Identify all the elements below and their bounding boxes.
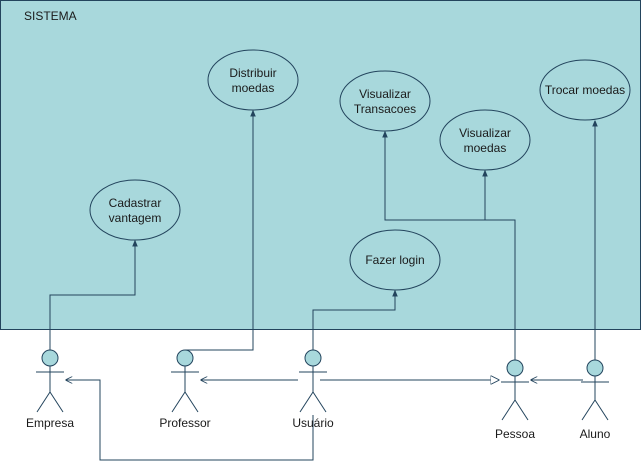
actor-usuario[interactable]: Usuário bbox=[292, 349, 334, 430]
actor-label: Professor bbox=[159, 416, 210, 430]
use-case-visualizar-moedas[interactable]: Visualizar moedas bbox=[439, 109, 531, 171]
association-usuario-login bbox=[312, 291, 395, 350]
generalization-usuario-empresa bbox=[66, 380, 314, 461]
actor-body-icon bbox=[299, 366, 327, 413]
use-case-label: Visualizar bbox=[459, 126, 511, 140]
use-case-label: vantagem bbox=[109, 211, 162, 225]
use-case-label: Trocar moedas bbox=[545, 83, 625, 97]
actor-body-icon bbox=[36, 366, 64, 413]
actor-aluno[interactable]: Aluno bbox=[580, 359, 611, 441]
use-case-distribuir-moedas[interactable]: Distribuir moedas bbox=[207, 49, 299, 111]
system-label: SISTEMA bbox=[24, 9, 77, 23]
use-case-label: Visualizar bbox=[359, 87, 411, 101]
actor-pessoa[interactable]: Pessoa bbox=[495, 359, 535, 441]
actor-head-icon bbox=[41, 349, 59, 367]
use-case-label: moedas bbox=[232, 81, 275, 95]
system-boundary bbox=[0, 0, 641, 330]
use-case-visualizar-transacoes[interactable]: Visualizar Transacoes bbox=[339, 70, 431, 132]
actor-head-icon bbox=[586, 359, 604, 377]
use-case-cadastrar-vantagem[interactable]: Cadastrar vantagem bbox=[89, 179, 181, 241]
actor-head-icon bbox=[304, 349, 322, 367]
use-case-label: Cadastrar bbox=[109, 196, 162, 210]
actor-label: Pessoa bbox=[495, 427, 535, 441]
actor-head-icon bbox=[176, 349, 194, 367]
use-case-label: moedas bbox=[464, 141, 507, 155]
actor-body-icon bbox=[581, 376, 609, 421]
association-professor-distribuir bbox=[185, 111, 253, 351]
use-case-fazer-login[interactable]: Fazer login bbox=[349, 229, 441, 291]
actor-label: Aluno bbox=[580, 427, 611, 441]
actor-empresa[interactable]: Empresa bbox=[26, 349, 74, 430]
actor-label: Empresa bbox=[26, 416, 74, 430]
association-pessoa-transacoes bbox=[385, 132, 516, 360]
association-empresa-cadastrar bbox=[49, 241, 135, 350]
use-case-trocar-moedas[interactable]: Trocar moedas bbox=[539, 59, 631, 121]
use-case-label: Fazer login bbox=[365, 253, 424, 267]
use-case-label: Transacoes bbox=[354, 102, 416, 116]
actor-head-icon bbox=[506, 359, 524, 377]
actor-professor[interactable]: Professor bbox=[159, 349, 211, 430]
actor-body-icon bbox=[501, 376, 529, 421]
actor-body-icon bbox=[171, 366, 199, 413]
actor-label: Usuário bbox=[292, 416, 334, 430]
use-case-label: Distribuir bbox=[229, 66, 276, 80]
